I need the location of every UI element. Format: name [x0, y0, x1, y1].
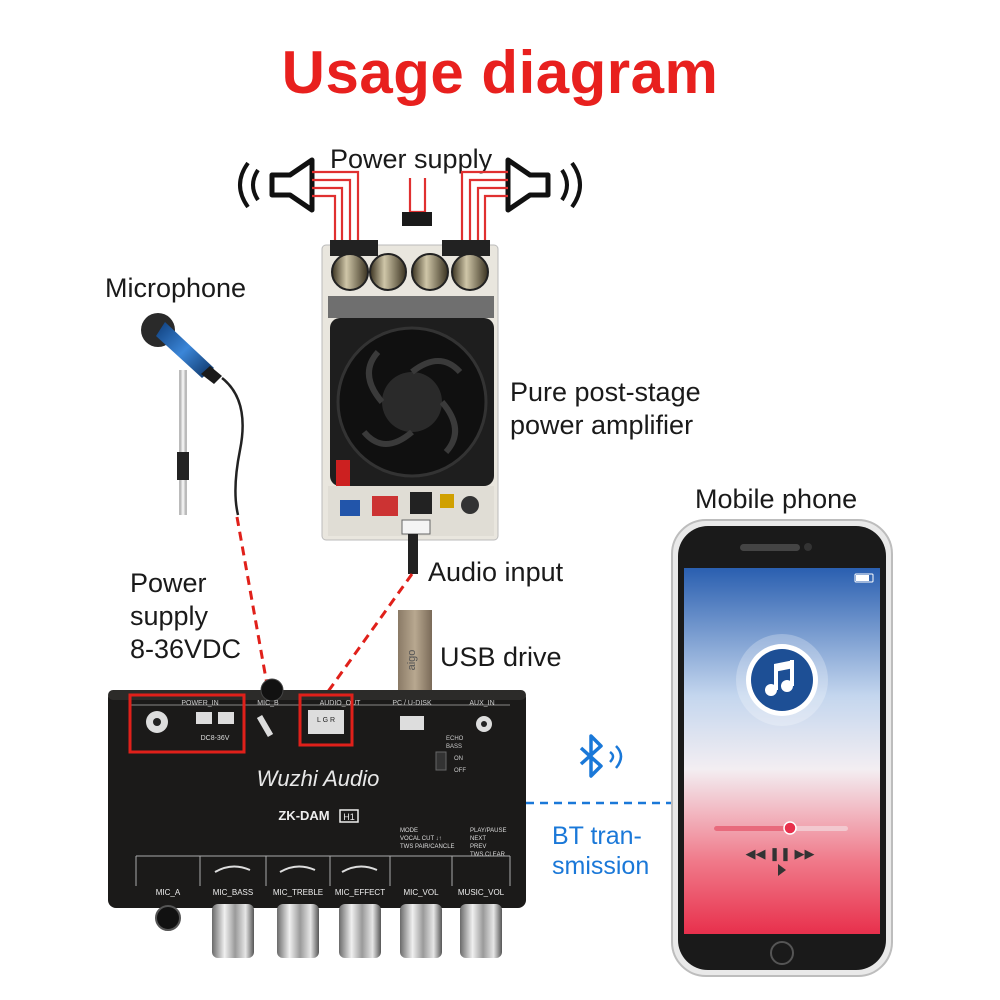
bt-label-2: smission	[552, 852, 650, 880]
device-body: POWER_IN MIC_B AUDIO_OUT PC / U-DISK AUX…	[108, 678, 526, 908]
port-label-aux: AUX_IN	[469, 700, 494, 707]
usb-drive-icon: aigo	[398, 610, 432, 698]
power-supply-left-label-2: supply	[130, 601, 209, 631]
mobile-phone-icon: ◀◀ ❚❚ ▶▶	[671, 519, 893, 977]
page-title: Usage diagram	[281, 39, 719, 106]
home-button	[770, 941, 794, 965]
switch-label-bass: BASS	[446, 744, 462, 750]
port-label-power: POWER_IN	[181, 700, 218, 707]
audio-dashed-line	[320, 573, 414, 701]
knob-mic-vol	[400, 904, 442, 958]
dc-input-label: DC8-36V	[201, 735, 230, 742]
port-label-audio-out: AUDIO_OUT	[320, 700, 362, 707]
bluetooth-icon	[579, 734, 623, 778]
speaker-right-icon	[505, 157, 582, 213]
mode-line-3: TWS PAIR/CANCLE	[400, 844, 455, 850]
play-line-2: NEXT	[470, 836, 486, 842]
small-play-icon	[778, 864, 786, 876]
knob-mic-treble	[277, 904, 319, 958]
play-line-1: PLAY/PAUSE	[470, 828, 506, 834]
model-name: ZK-DAM	[278, 808, 329, 823]
switch-label-on: ON	[454, 756, 463, 762]
mic-dashed-line	[235, 516, 270, 691]
knob-music-vol	[460, 904, 502, 958]
power-terminal	[402, 212, 432, 226]
speaker-wires	[312, 170, 508, 245]
knob-mic-effect	[339, 904, 381, 958]
amp-input-cable	[408, 534, 418, 574]
mode-line-2: VOCAL CUT ↓↑	[400, 836, 442, 842]
switch-label-echo: ECHO	[446, 736, 464, 742]
music-note-icon	[765, 660, 794, 696]
mic-a-jack	[155, 905, 181, 931]
knob-label-mic-vol: MIC_VOL	[403, 888, 439, 897]
knob-label-mic-treble: MIC_TREBLE	[273, 888, 323, 897]
audio-out-pins: L G R	[317, 717, 335, 724]
usb-drive-label: USB drive	[440, 642, 562, 672]
model-suffix: H1	[343, 812, 355, 822]
power-port-highlight	[128, 693, 246, 754]
knob-mic-bass	[212, 904, 254, 958]
power-supply-left-label-3: 8-36VDC	[130, 634, 242, 664]
knobs	[155, 904, 502, 958]
switch-label-off: OFF	[454, 768, 466, 774]
audio-out-highlight	[298, 693, 354, 747]
port-label-pc-udisk: PC / U-DISK	[392, 700, 432, 707]
amplifier-label-1: Pure post-stage	[510, 377, 701, 407]
audio-input-label: Audio input	[428, 557, 564, 587]
mode-line-1: MODE	[400, 828, 418, 834]
play-line-3: PREV	[470, 844, 486, 850]
port-label-mic-b: MIC_B	[257, 700, 279, 707]
knob-label-mic-bass: MIC_BASS	[213, 888, 253, 897]
progress-fill	[714, 826, 790, 831]
speaker-left-icon	[238, 157, 315, 213]
play-line-4: TWS CLEAR	[470, 852, 506, 858]
power-supply-top-label: Power supply	[330, 144, 493, 174]
usb-brand-text: aigo	[406, 650, 418, 671]
brand-logo: Wuzhi Audio	[257, 766, 380, 791]
microphone-label: Microphone	[105, 273, 247, 303]
mobile-phone-label: Mobile phone	[695, 484, 858, 514]
power-supply-left-label-1: Power	[130, 568, 207, 598]
bt-label-1: BT tran-	[552, 822, 642, 850]
knob-label-music-vol: MUSIC_VOL	[458, 888, 505, 897]
microphone-icon	[141, 313, 244, 516]
knob-label-mic-effect: MIC_EFFECT	[335, 888, 385, 897]
amplifier-board	[321, 240, 499, 541]
amplifier-label-2: power amplifier	[510, 410, 694, 440]
knob-label-mic-a: MIC_A	[156, 888, 181, 897]
progress-thumb	[783, 821, 797, 835]
playback-controls: ◀◀ ❚❚ ▶▶	[746, 846, 815, 862]
